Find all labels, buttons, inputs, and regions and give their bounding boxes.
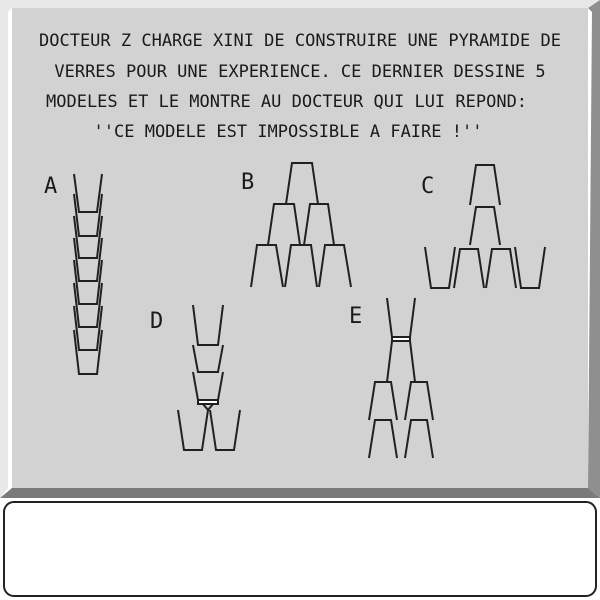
answer-box[interactable] <box>3 501 597 597</box>
puzzle-line-1: DOCTEUR Z CHARGE XINI DE CONSTRUIRE UNE … <box>39 31 561 51</box>
puzzle-text: DOCTEUR Z CHARGE XINI DE CONSTRUIRE UNE … <box>39 31 561 142</box>
puzzle-line-2: VERRES POUR UNE EXPERIENCE. CE DERNIER D… <box>54 62 545 82</box>
model-c-pyramid[interactable] <box>424 164 546 289</box>
model-d-label: D <box>150 309 163 334</box>
model-d-tower[interactable] <box>177 304 241 451</box>
frame-bevel-right <box>588 0 600 498</box>
model-a-cup-stack[interactable] <box>73 173 103 375</box>
frame-bevel-bottom <box>0 488 600 498</box>
model-a-label: A <box>44 174 57 199</box>
puzzle-line-4: ''CE MODELE EST IMPOSSIBLE A FAIRE !'' <box>94 122 483 142</box>
model-c-label: C <box>421 174 434 199</box>
puzzle-line-3: MODELES ET LE MONTRE AU DOCTEUR QUI LUI … <box>46 92 527 112</box>
model-e-label: E <box>349 304 362 329</box>
model-b-pyramid[interactable] <box>250 162 352 288</box>
model-e-structure[interactable] <box>368 297 434 459</box>
model-b-label: B <box>241 170 254 195</box>
